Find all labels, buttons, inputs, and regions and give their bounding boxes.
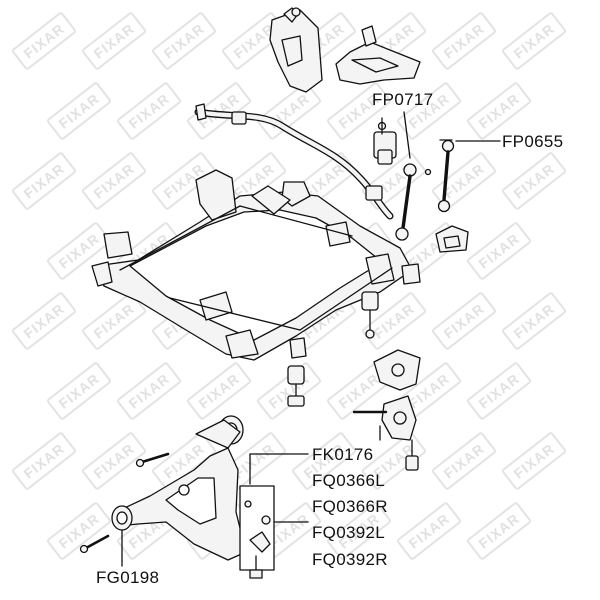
front-subframe	[91, 169, 421, 361]
ball-joint-kit-fk0176	[239, 485, 275, 579]
part-label-fp0717: FP0717	[372, 90, 434, 109]
stabilizer-bushing	[373, 117, 397, 165]
part-label-fq0366r: FQ0366R	[312, 497, 388, 516]
stabilizer-link-fp0655	[437, 139, 455, 213]
subframe-mount-bushing-front	[287, 365, 305, 407]
leader-lines	[121, 111, 501, 567]
stabilizer-link-fp0717	[395, 163, 432, 241]
part-label-fq0392l: FQ0392L	[312, 523, 385, 542]
part-label-fq0392r: FQ0392R	[312, 550, 388, 569]
subframe-mount-bushing-center	[361, 291, 379, 339]
strut-bracket-left	[269, 7, 323, 93]
rubber-mount-pad	[435, 225, 469, 253]
leader-fk0176	[249, 453, 309, 485]
part-label-fp0655: FP0655	[502, 132, 564, 151]
leader-fp0717	[403, 111, 411, 159]
control-arm-bushing-fg0198	[111, 505, 133, 531]
engine-mount-bracket-lower	[352, 395, 419, 471]
part-label-fg0198: FG0198	[96, 568, 160, 587]
lower-control-arm	[115, 415, 247, 561]
control-arm-bolt-upper	[135, 452, 170, 468]
stabilizer-bar	[194, 103, 394, 220]
part-label-fk0176: FK0176	[312, 445, 374, 464]
strut-bracket-right	[335, 25, 421, 85]
engine-mount-bracket-upper	[373, 349, 421, 391]
part-label-fq0366l: FQ0366L	[312, 471, 385, 490]
control-arm-bolt-lower	[79, 534, 110, 554]
